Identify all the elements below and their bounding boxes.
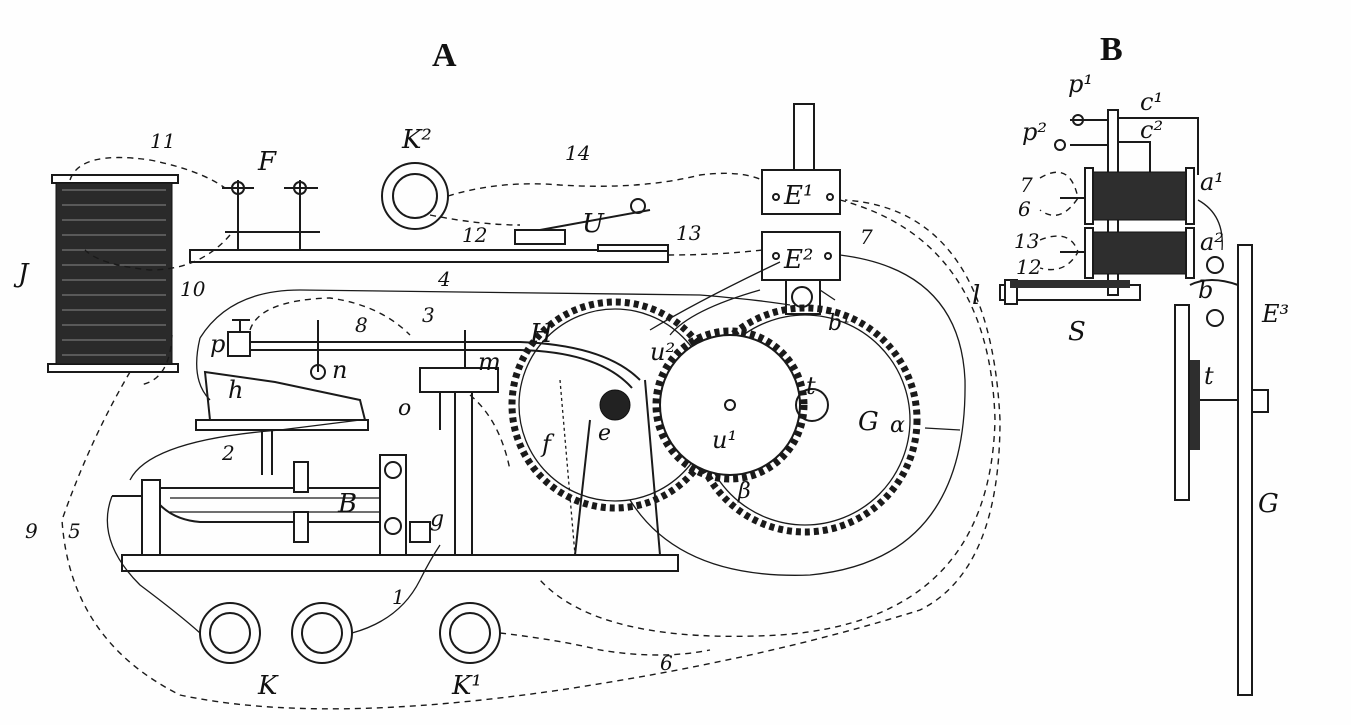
label-t: t bbox=[806, 372, 816, 400]
ring-k bbox=[199, 602, 353, 664]
label-b-wire-7: 7 bbox=[1020, 173, 1033, 197]
label-u: U bbox=[582, 209, 605, 239]
wire-5: 5 bbox=[68, 519, 81, 543]
label-b-fork: B bbox=[337, 489, 357, 519]
label-g-gear: G bbox=[858, 407, 879, 437]
label-u2: u² bbox=[650, 338, 675, 366]
wire-9: 9 bbox=[25, 519, 38, 543]
label-b-small: b bbox=[1198, 276, 1213, 304]
label-b-t: t bbox=[1204, 362, 1214, 390]
label-p2: p² bbox=[1022, 118, 1047, 146]
label-k: K bbox=[257, 671, 279, 701]
relay-h bbox=[195, 370, 369, 475]
wire-14: 14 bbox=[565, 141, 590, 165]
panel-b-apparatus bbox=[999, 109, 1269, 696]
wire-7: 7 bbox=[860, 225, 873, 249]
label-o: o bbox=[398, 396, 411, 421]
upper-contact-assembly bbox=[227, 319, 499, 560]
label-e3: E³ bbox=[1261, 300, 1289, 328]
tuning-fork-b bbox=[112, 454, 679, 572]
wire-1: 1 bbox=[392, 585, 405, 609]
dashed-wiring bbox=[61, 156, 1001, 710]
panel-a-title: A bbox=[432, 37, 457, 74]
wire-4: 4 bbox=[437, 267, 451, 291]
wire-6: 6 bbox=[660, 651, 673, 675]
label-k2: K² bbox=[401, 125, 432, 155]
label-p1: p¹ bbox=[1068, 70, 1093, 98]
label-h-upper: H bbox=[529, 319, 554, 349]
label-e2: E² bbox=[783, 245, 813, 275]
label-l: l bbox=[972, 281, 980, 311]
label-f-lower: f bbox=[540, 430, 555, 458]
wire-3: 3 bbox=[422, 303, 435, 327]
label-alpha: α bbox=[890, 413, 905, 438]
coil-j bbox=[47, 174, 179, 373]
label-f: F bbox=[257, 147, 277, 177]
label-b-wire-6: 6 bbox=[1018, 197, 1031, 221]
wire-2: 2 bbox=[221, 441, 235, 465]
electromagnet-block-e1 bbox=[761, 103, 841, 215]
label-e: e bbox=[598, 421, 611, 446]
label-s: S bbox=[1068, 317, 1086, 347]
label-p: p bbox=[210, 330, 225, 358]
label-j: J bbox=[13, 259, 30, 289]
label-n: n bbox=[332, 356, 347, 384]
label-a2: a² bbox=[1200, 228, 1224, 256]
label-h: h bbox=[228, 376, 243, 404]
electromagnet-block-e2 bbox=[761, 231, 841, 315]
wire-10: 10 bbox=[180, 277, 206, 301]
wire-13: 13 bbox=[676, 221, 701, 245]
wire-8: 8 bbox=[355, 313, 368, 337]
label-u1: u¹ bbox=[712, 426, 737, 454]
pinion-t bbox=[795, 388, 829, 422]
upper-board bbox=[189, 180, 669, 263]
ring-k2 bbox=[381, 162, 449, 230]
label-b-wire-13: 13 bbox=[1014, 229, 1039, 253]
label-b-g: G bbox=[1258, 489, 1279, 519]
ring-k1 bbox=[439, 602, 501, 664]
wire-11: 11 bbox=[150, 129, 175, 153]
label-c1: c¹ bbox=[1140, 88, 1163, 116]
wire-12: 12 bbox=[462, 223, 487, 247]
label-beta: β bbox=[737, 479, 751, 504]
panel-b-title: B bbox=[1100, 31, 1123, 68]
label-k1: K¹ bbox=[451, 671, 482, 701]
gear-u1 bbox=[652, 327, 829, 483]
label-e1: E¹ bbox=[783, 181, 813, 211]
label-c2: c² bbox=[1140, 116, 1163, 144]
label-b-wire-12: 12 bbox=[1016, 255, 1041, 279]
label-g-small: g bbox=[430, 507, 444, 532]
solid-wiring bbox=[106, 254, 966, 634]
label-m: m bbox=[478, 348, 501, 376]
label-a1: a¹ bbox=[1200, 168, 1224, 196]
